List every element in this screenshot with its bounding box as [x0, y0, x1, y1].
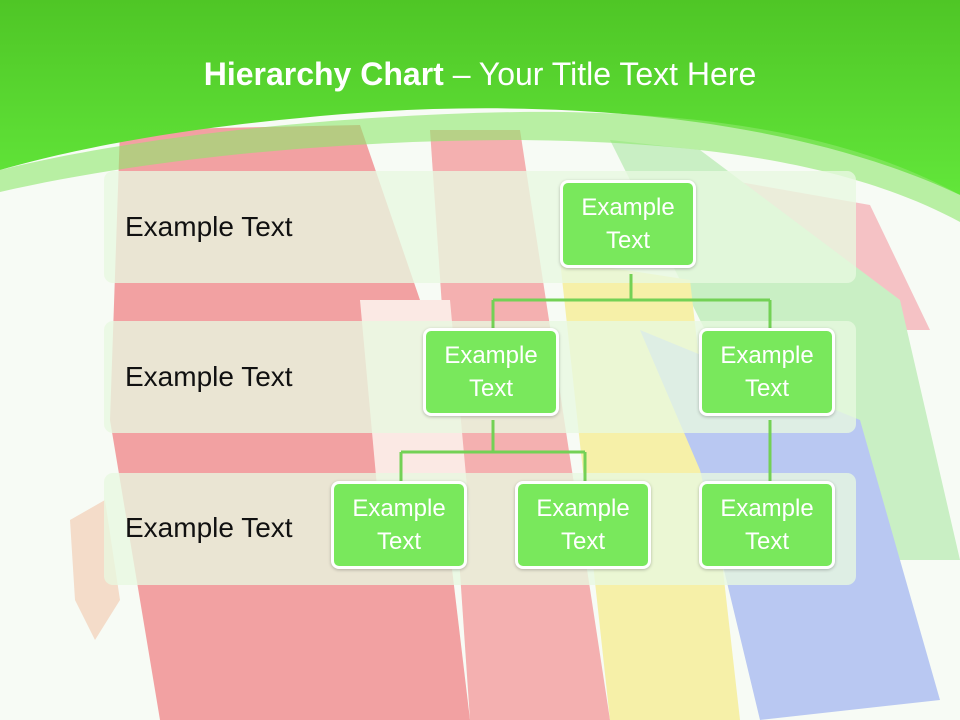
row-band-level-1	[104, 171, 856, 283]
title-rest: – Your Title Text Here	[443, 56, 757, 92]
node-level3-c-text: Example Text	[720, 495, 814, 555]
row-label-level-2: Example Text	[125, 361, 293, 392]
slide-title: Hierarchy Chart – Your Title Text Here	[0, 52, 960, 96]
row-label-level-1: Example Text	[125, 211, 293, 242]
row-label-level-3: Example Text	[125, 512, 293, 543]
node-level2-left-text: Example Text	[444, 342, 538, 402]
node-level3-a[interactable]: Example Text	[331, 481, 467, 569]
node-level3-c[interactable]: Example Text	[699, 481, 835, 569]
node-level3-b-text: Example Text	[536, 495, 630, 555]
header-wave	[0, 0, 960, 195]
node-level3-b[interactable]: Example Text	[515, 481, 651, 569]
node-level3-a-text: Example Text	[352, 495, 446, 555]
node-root[interactable]: Example Text	[560, 180, 696, 268]
title-bold: Hierarchy Chart	[203, 56, 444, 92]
node-level2-right-text: Example Text	[720, 342, 814, 402]
node-level2-right[interactable]: Example Text	[699, 328, 835, 416]
node-level2-left[interactable]: Example Text	[423, 328, 559, 416]
header-wave-highlight	[0, 111, 960, 222]
node-root-text: Example Text	[581, 194, 675, 254]
